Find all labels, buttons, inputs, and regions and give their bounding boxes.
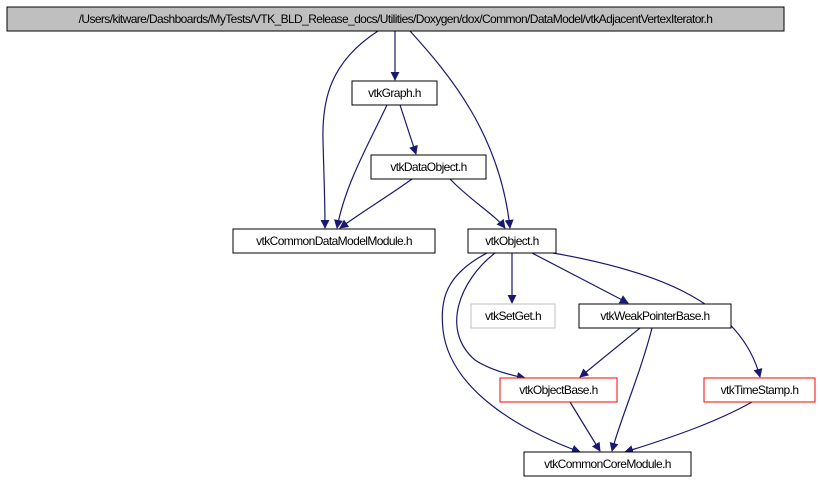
node-box [232, 228, 436, 254]
edge-weakptr-to-coremodule [609, 327, 653, 452]
node-graph[interactable]: vtkGraph.h [351, 80, 438, 106]
node-box [470, 303, 556, 329]
node-coremodule[interactable]: vtkCommonCoreModule.h [523, 451, 692, 477]
node-label: vtkObjectBase.h [519, 383, 597, 397]
node-datamodelmodule[interactable]: vtkCommonDataModelModule.h [232, 228, 436, 254]
edges [320, 30, 763, 454]
node-object[interactable]: vtkObject.h [467, 228, 557, 254]
node-label: /Users/kitware/Dashboards/MyTests/VTK_BL… [79, 12, 713, 26]
edge-object-to-weakptr [531, 252, 629, 304]
node-box [370, 154, 487, 180]
edge-dataobject-to-object [449, 178, 506, 229]
node-label: vtkGraph.h [368, 86, 421, 100]
edge-graph-to-dataobject [399, 104, 418, 155]
edge-dataobject-to-datamodelmodule [339, 178, 413, 229]
node-dataobject[interactable]: vtkDataObject.h [370, 154, 487, 180]
node-label: vtkObject.h [485, 234, 538, 248]
edge-graph-to-datamodelmodule [334, 104, 388, 229]
node-label: vtkWeakPointerBase.h [600, 309, 709, 323]
node-box [467, 228, 557, 254]
node-box [499, 377, 618, 403]
edge-objectbase-to-coremodule [569, 401, 601, 452]
nodes: /Users/kitware/Dashboards/MyTests/VTK_BL… [6, 6, 816, 477]
node-weakptr[interactable]: vtkWeakPointerBase.h [578, 303, 732, 329]
node-root: /Users/kitware/Dashboards/MyTests/VTK_BL… [6, 6, 785, 32]
edge-object-to-timestamp [552, 252, 763, 378]
node-label: vtkCommonCoreModule.h [544, 457, 671, 471]
node-timestamp[interactable]: vtkTimeStamp.h [703, 377, 816, 403]
node-setget[interactable]: vtkSetGet.h [470, 303, 556, 329]
node-box [6, 6, 785, 32]
edge-root-to-object [409, 30, 514, 229]
node-objectbase[interactable]: vtkObjectBase.h [499, 377, 618, 403]
node-label: vtkSetGet.h [485, 309, 541, 323]
node-label: vtkCommonDataModelModule.h [256, 234, 412, 248]
node-label: vtkDataObject.h [390, 160, 466, 174]
node-label: vtkTimeStamp.h [721, 383, 799, 397]
node-box [703, 377, 816, 403]
edge-object-to-objectbase [456, 252, 526, 381]
edge-root-to-datamodelmodule [320, 30, 379, 229]
node-box [578, 303, 732, 329]
edge-timestamp-to-coremodule [624, 401, 753, 454]
edge-weakptr-to-objectbase [579, 327, 641, 378]
edge-object-to-coremodule [441, 252, 581, 454]
node-box [523, 451, 692, 477]
node-box [351, 80, 438, 106]
